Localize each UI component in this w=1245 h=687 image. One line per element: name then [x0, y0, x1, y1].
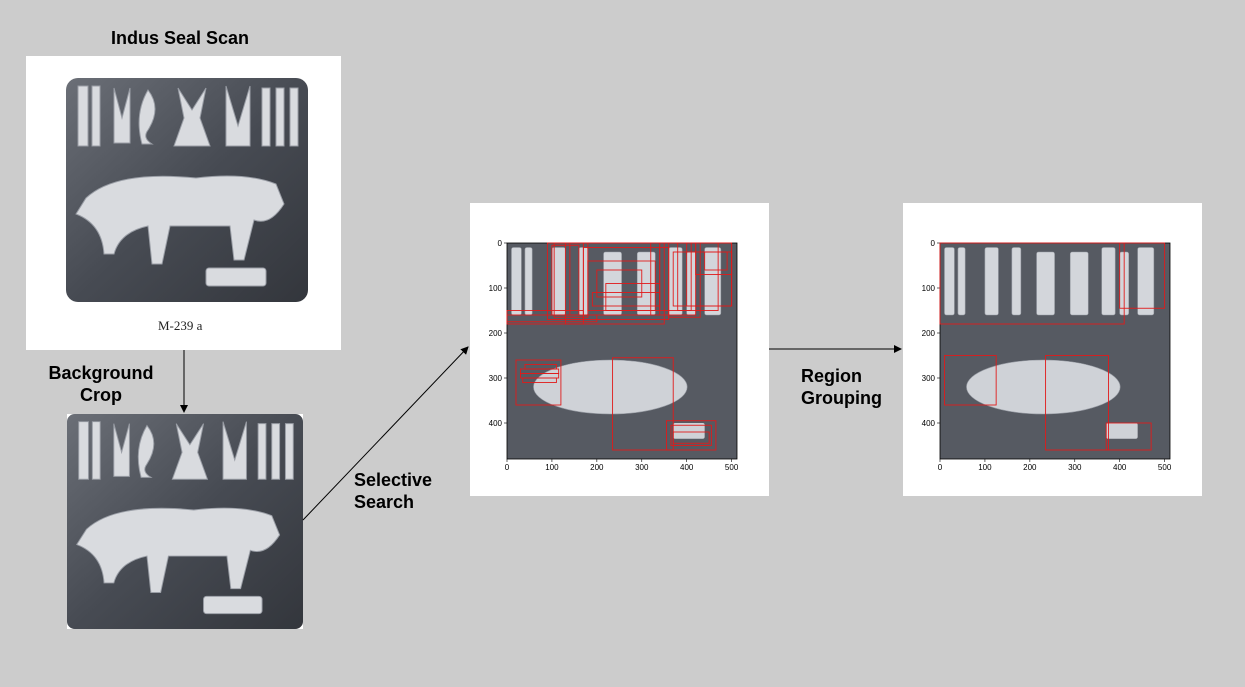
- x-tick-label: 0: [505, 463, 510, 472]
- glyph-mark: [668, 247, 683, 316]
- grouped-region-box: [1105, 422, 1152, 451]
- step-selective-search: Selective Search: [354, 469, 432, 513]
- step-label-line: Selective: [354, 470, 433, 490]
- glyph-mark: [1036, 251, 1055, 316]
- x-tick-label: 400: [1113, 463, 1127, 472]
- candidate-region-box: [524, 364, 557, 370]
- candidate-region-box: [672, 431, 710, 444]
- glyph-mark: [944, 247, 955, 316]
- step-label-line: Region: [801, 366, 862, 386]
- glyph-mark: [984, 247, 999, 316]
- x-tick-label: 100: [545, 463, 559, 472]
- x-tick-label: 200: [1023, 463, 1037, 472]
- y-tick-label: 300: [489, 374, 503, 383]
- grouped-region-box: [1119, 242, 1166, 309]
- region-grouping-plot: 0 100 200 300 400 500 0 100 200 300 400: [922, 239, 1172, 472]
- candidate-region-box: [515, 359, 562, 406]
- step-label-line: Background: [48, 363, 154, 383]
- y-tick-label: 0: [931, 239, 936, 248]
- glyph-mark: [1137, 247, 1155, 316]
- grouped-region-box: [939, 242, 1125, 325]
- seal-scan-panel: M-239 a: [26, 56, 341, 350]
- selective-search-panel: 0 100 200 300 400 500 0 100 200 300 400: [470, 203, 769, 496]
- x-tick-label: 100: [978, 463, 992, 472]
- x-tick-label: 200: [590, 463, 604, 472]
- candidate-region-box: [670, 424, 712, 446]
- grouped-region-box: [944, 355, 997, 406]
- glyph-mark: [1011, 247, 1022, 316]
- seal-glyphs: [944, 247, 1155, 316]
- y-tick-label: 400: [489, 419, 503, 428]
- seal-caption: M-239 a: [158, 318, 203, 333]
- y-tick-label: 100: [922, 284, 936, 293]
- y-tick-label: 300: [922, 374, 936, 383]
- y-tick-label: 400: [922, 419, 936, 428]
- bull-figure: [533, 359, 688, 415]
- x-tick-label: 300: [635, 463, 649, 472]
- trough-figure: [673, 423, 705, 439]
- trough-figure: [1106, 423, 1138, 439]
- x-tick-label: 0: [938, 463, 943, 472]
- step-label-line: Search: [354, 492, 415, 512]
- candidate-region-box: [666, 420, 717, 451]
- bull-figure: [966, 359, 1121, 415]
- glyph-mark: [524, 247, 533, 316]
- glyph-mark: [957, 247, 966, 316]
- cropped-seal-panel: [67, 414, 303, 629]
- y-tick-label: 100: [489, 284, 503, 293]
- y-tick-label: 200: [922, 329, 936, 338]
- seal-image-cropped: [67, 414, 303, 629]
- step-region-grouping: Region Grouping: [801, 365, 882, 409]
- y-tick-label: 0: [498, 239, 503, 248]
- glyph-mark: [1101, 247, 1116, 316]
- region-grouping-panel: 0 100 200 300 400 500 0 100 200 300 400: [903, 203, 1202, 496]
- candidate-region-box: [704, 251, 728, 271]
- seal-drawing: [66, 78, 308, 302]
- x-tick-label: 500: [725, 463, 739, 472]
- x-tick-label: 300: [1068, 463, 1082, 472]
- glyph-mark: [1069, 251, 1089, 316]
- candidate-region-box: [695, 242, 733, 275]
- x-tick-label: 400: [680, 463, 694, 472]
- x-tick-label: 500: [1158, 463, 1172, 472]
- selective-search-plot: 0 100 200 300 400 500 0 100 200 300 400: [489, 239, 739, 472]
- candidate-region-box: [612, 357, 674, 451]
- y-tick-label: 200: [489, 329, 503, 338]
- step-label-line: Grouping: [801, 388, 882, 408]
- seal-image-original: [66, 78, 308, 302]
- title: Indus Seal Scan: [110, 28, 250, 48]
- seal-drawing: [67, 414, 303, 629]
- glyph-mark: [704, 247, 722, 316]
- step-background-crop: Background Crop: [46, 362, 156, 406]
- grouped-region-box: [1045, 355, 1109, 451]
- step-label-line: Crop: [80, 385, 122, 405]
- glyph-mark: [511, 247, 522, 316]
- candidate-region-box: [522, 377, 557, 383]
